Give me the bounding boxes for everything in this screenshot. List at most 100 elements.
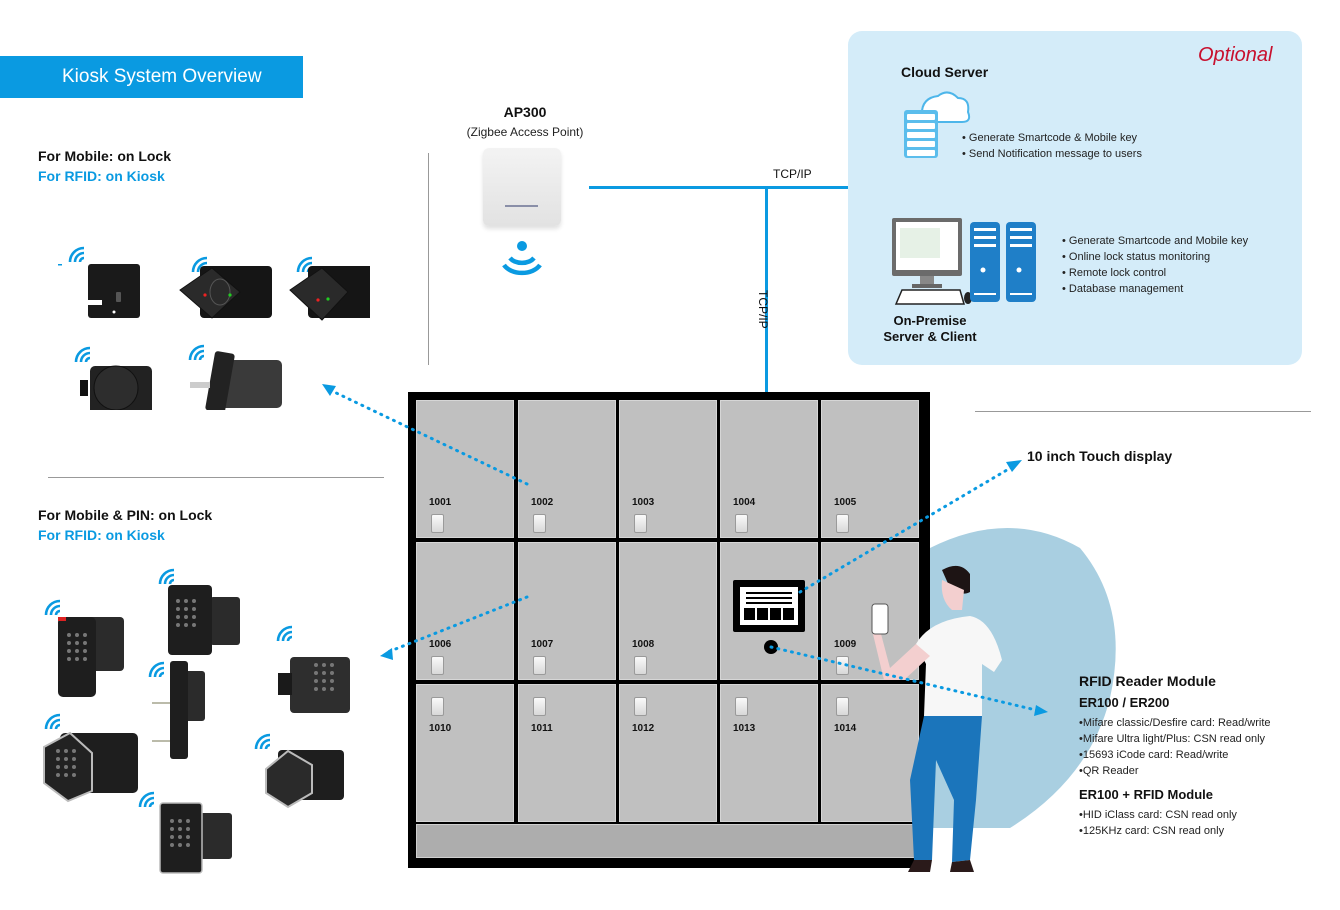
arrow-head [380, 648, 393, 660]
mobile-locks-group [58, 246, 370, 410]
locker-latch-icon [431, 697, 444, 716]
on-premise-title-line2: Server & Client [883, 329, 977, 344]
locker-latch-icon [634, 697, 647, 716]
locker-number: 1011 [531, 723, 553, 734]
locker-number: 1010 [429, 723, 452, 734]
wireless-online-icon [158, 568, 176, 586]
touch-display-screen [740, 587, 798, 625]
rfid-item: HID iClass card: CSN read only [1079, 807, 1237, 823]
rfid-group1-list: Mifare classic/Desfire card: Read/write … [1079, 715, 1271, 779]
rfid-group1-title: ER100 / ER200 [1079, 695, 1170, 710]
rfid-item: QR Reader [1079, 763, 1271, 779]
locker-latch-icon [431, 514, 444, 533]
divider-vertical [428, 153, 429, 365]
on-premise-server-icon [892, 218, 1036, 305]
lock-4 [74, 346, 152, 410]
wireless-online-icon [44, 599, 62, 617]
rfid-item: Mifare classic/Desfire card: Read/write [1079, 715, 1271, 731]
locker-latch-icon [634, 514, 647, 533]
feature-item: Database management [1062, 281, 1248, 297]
feature-item: Online lock status monitoring [1062, 249, 1248, 265]
locker-door[interactable]: 1008 [619, 542, 717, 680]
lock-2 [179, 256, 272, 319]
feature-item: Generate Smartcode and Mobile key [1062, 233, 1248, 249]
locker-number: 1006 [429, 639, 452, 650]
page-title: Kiosk System Overview [62, 66, 262, 87]
locker-number: 1005 [834, 497, 857, 508]
keypad-lock-4 [148, 661, 205, 759]
wireless-online-icon [138, 791, 156, 809]
on-premise-features: Generate Smartcode and Mobile key Online… [1062, 233, 1248, 297]
cloud-server-icon [904, 91, 971, 158]
locker-latch-icon [533, 656, 546, 675]
locker-latch-icon [735, 697, 748, 716]
locker-number: 1002 [531, 497, 554, 508]
locker-number: 1007 [531, 639, 554, 650]
locker-door[interactable]: 1013 [720, 684, 818, 822]
keypad-lock-3 [276, 625, 350, 713]
locker-door[interactable]: 1003 [619, 400, 717, 538]
rfid-item: 15693 iCode card: Read/write [1079, 747, 1271, 763]
locker-latch-icon [836, 697, 849, 716]
locker-number: 1003 [632, 497, 655, 508]
rfid-item: 125KHz card: CSN read only [1079, 823, 1237, 839]
locker-number: 1008 [632, 639, 655, 650]
section-mobile-heading: For Mobile: on Lock [38, 148, 171, 164]
ap-led [505, 205, 538, 207]
locker-base-panel [416, 824, 921, 858]
rfid-group2-title: ER100 + RFID Module [1079, 787, 1213, 802]
locker-door[interactable]: 1002 [518, 400, 616, 538]
locker-door[interactable]: 1012 [619, 684, 717, 822]
locker-door[interactable]: 1005 [821, 400, 919, 538]
optional-label: Optional [1198, 44, 1273, 66]
touch-display-label: 10 inch Touch display [1027, 448, 1173, 464]
rfid-item: Mifare Ultra light/Plus: CSN read only [1079, 731, 1271, 747]
locker-number: 1013 [733, 723, 756, 734]
keypad-lock-1 [44, 599, 124, 697]
locker-door[interactable]: 1007 [518, 542, 616, 680]
cloud-server-title: Cloud Server [901, 64, 989, 80]
ap-subtitle: (Zigbee Access Point) [466, 125, 584, 139]
locker-latch-icon [836, 514, 849, 533]
on-premise-title-line1: On-Premise [893, 313, 967, 328]
wireless-online-icon [276, 625, 294, 643]
locker-latch-icon [836, 656, 849, 675]
feature-item: Generate Smartcode & Mobile key [962, 130, 1142, 146]
keypad-lock-5 [43, 713, 138, 803]
lock-5 [188, 344, 282, 410]
cloud-server-features: Generate Smartcode & Mobile key Send Not… [962, 130, 1142, 162]
wifi-signal-icon [502, 241, 542, 276]
locker-door[interactable]: 1011 [518, 684, 616, 822]
wireless-online-icon [148, 661, 166, 679]
rfid-reader[interactable] [764, 640, 778, 654]
wireless-online-icon [44, 713, 62, 731]
wireless-online-icon [188, 344, 206, 362]
keypad-lock-2 [158, 568, 240, 655]
ap-title: AP300 [503, 104, 547, 120]
keypad-lock-7 [138, 791, 232, 874]
locker-door[interactable]: 1010 [416, 684, 514, 822]
touch-display[interactable] [733, 580, 805, 632]
person-illustration [871, 565, 1002, 872]
locker-door[interactable]: 1004 [720, 400, 818, 538]
access-point-device [483, 148, 561, 226]
page-title-banner: Kiosk System Overview [0, 56, 303, 98]
locker-latch-icon [735, 514, 748, 533]
locker-door[interactable]: 1001 [416, 400, 514, 538]
network-line-vertical [765, 186, 768, 580]
locker-door[interactable]: 1006 [416, 542, 514, 680]
wireless-online-icon [68, 246, 86, 264]
locker-number: 1004 [733, 497, 756, 508]
locker-number: 1014 [834, 723, 857, 734]
keypad-lock-6 [254, 733, 344, 809]
feature-item: Remote lock control [1062, 265, 1248, 281]
keypad-locks-group [43, 568, 350, 874]
locker-latch-icon [533, 514, 546, 533]
locker-number: 1001 [429, 497, 452, 508]
tcp-ip-label-vertical: TCP/IP [756, 290, 770, 329]
lock-1 [58, 246, 140, 318]
rfid-group2-list: HID iClass card: CSN read only 125KHz ca… [1079, 807, 1237, 839]
locker-latch-icon [634, 656, 647, 675]
optional-server-panel [848, 31, 1302, 365]
